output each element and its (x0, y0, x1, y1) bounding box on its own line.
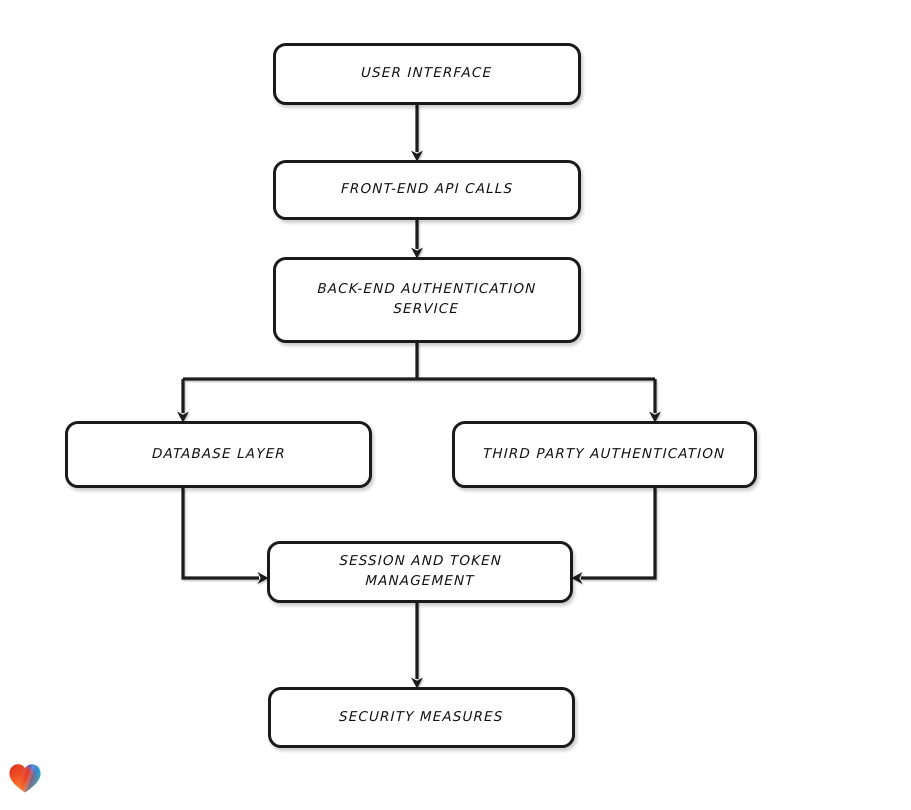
node-database-layer[interactable]: DATABASE LAYER (65, 421, 372, 488)
node-label-third-party-authentication: THIRD PARTY AUTHENTICATION (483, 445, 726, 462)
node-label-front-end-api-calls: FRONT-END API CALLS (340, 181, 514, 198)
node-third-party-authentication[interactable]: THIRD PARTY AUTHENTICATION (452, 421, 757, 488)
node-user-interface[interactable]: USER INTERFACE (273, 43, 581, 105)
edge-database-to-session (181, 488, 269, 584)
heart-icon (9, 764, 41, 793)
node-label-database-layer: DATABASE LAYER (151, 445, 286, 462)
node-label-back-end-authentication-service: BACK-END AUTHENTICATION SERVICE (317, 281, 538, 317)
node-label-security-measures: SECURITY MEASURES (339, 708, 505, 725)
edge-thirdparty-to-session (571, 488, 657, 584)
node-back-end-authentication-service[interactable]: BACK-END AUTHENTICATION SERVICE (273, 257, 581, 343)
node-session-and-token-management[interactable]: SESSION AND TOKEN MANAGEMENT (267, 541, 573, 603)
node-front-end-api-calls[interactable]: FRONT-END API CALLS (273, 160, 581, 220)
node-security-measures[interactable]: SECURITY MEASURES (268, 687, 575, 748)
node-label-user-interface: USER INTERFACE (361, 65, 493, 82)
node-label-session-and-token-management: SESSION AND TOKEN MANAGEMENT (338, 553, 502, 589)
